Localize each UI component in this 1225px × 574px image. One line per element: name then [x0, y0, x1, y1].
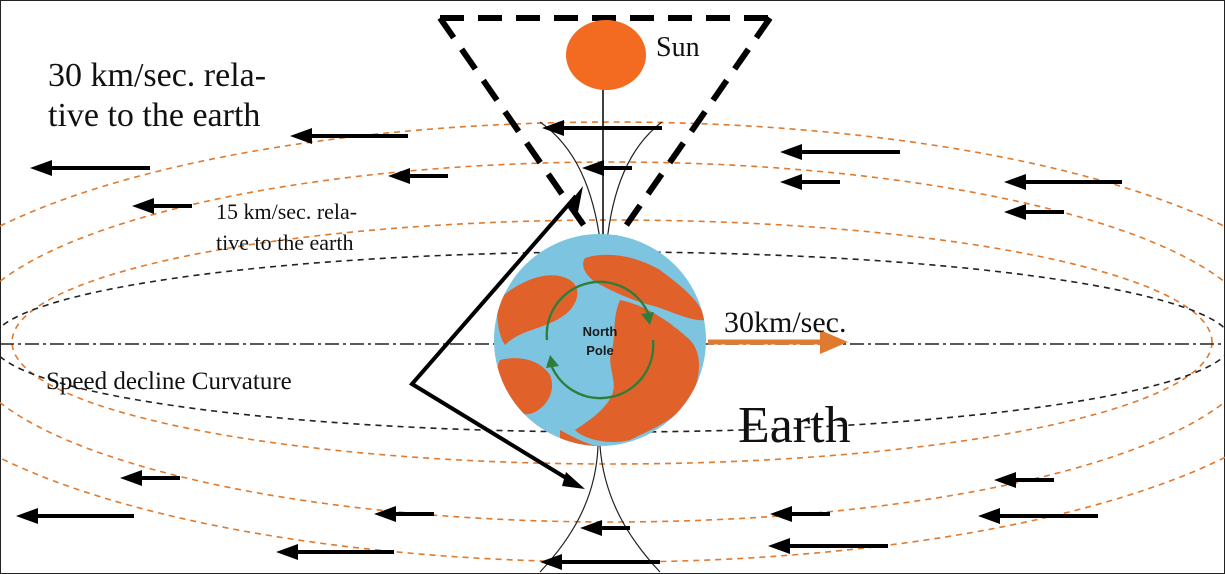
- outer-speed-label-line2: tive to the earth: [48, 97, 260, 134]
- pole-rotation-arrows: [545, 280, 655, 400]
- inner-speed-label-line1: 15 km/sec. rela-: [216, 199, 357, 224]
- earth-speed-label: 30km/sec.: [724, 306, 846, 339]
- arrow-left-icon: [978, 508, 1098, 524]
- arrow-left-icon: [1004, 174, 1122, 190]
- arrow-left-icon: [768, 538, 888, 554]
- curvature-pointer-head-bottom: [562, 472, 585, 489]
- arrow-left-icon: [120, 470, 180, 486]
- arrow-right-icon: [820, 330, 848, 354]
- earth-label: Earth: [738, 397, 851, 454]
- arrow-left-icon: [780, 174, 840, 190]
- curvature-pointer: [408, 194, 578, 486]
- light-cone: [437, 15, 773, 258]
- arrow-left-icon: [374, 506, 434, 522]
- earth-globe-icon: [494, 234, 706, 446]
- curvature-label: Speed decline Curvature: [46, 368, 292, 395]
- north-pole-label-line1: North: [583, 324, 618, 339]
- arrow-left-icon: [132, 198, 192, 214]
- arrow-left-icon: [770, 506, 830, 522]
- orbit-ellipses: [0, 121, 1225, 563]
- curvature-pointer-head-top: [567, 186, 583, 212]
- arrow-left-icon: [290, 128, 408, 144]
- orbit-ellipse-middle: [0, 161, 1225, 523]
- arrow-left-icon: [542, 120, 662, 136]
- curvature-lines-bottom: [539, 445, 661, 573]
- arrow-left-icon: [16, 508, 134, 524]
- arrow-left-icon: [540, 554, 660, 570]
- orbit-ellipse-inner: [11, 219, 1213, 465]
- arrow-left-icon: [388, 168, 448, 184]
- arrow-left-icon: [580, 520, 630, 536]
- sun-label: Sun: [656, 32, 700, 63]
- arrow-left-icon: [30, 160, 150, 176]
- pole-rotation-arrowhead-top: [641, 312, 654, 325]
- sun-icon: [566, 20, 646, 90]
- arrow-left-icon: [994, 472, 1054, 488]
- outer-speed-label-line1: 30 km/sec. rela-: [48, 57, 266, 94]
- arrow-left-icon: [582, 160, 632, 176]
- inner-speed-label-line2: tive to the earth: [216, 230, 353, 255]
- arrow-left-icon: [780, 144, 900, 160]
- north-pole-label-line2: Pole: [586, 343, 613, 358]
- arrow-left-icon: [1004, 204, 1064, 220]
- arrow-left-icon: [276, 544, 394, 560]
- pole-rotation-arrowhead-bottom: [546, 355, 559, 368]
- flow-arrows: [16, 120, 1122, 570]
